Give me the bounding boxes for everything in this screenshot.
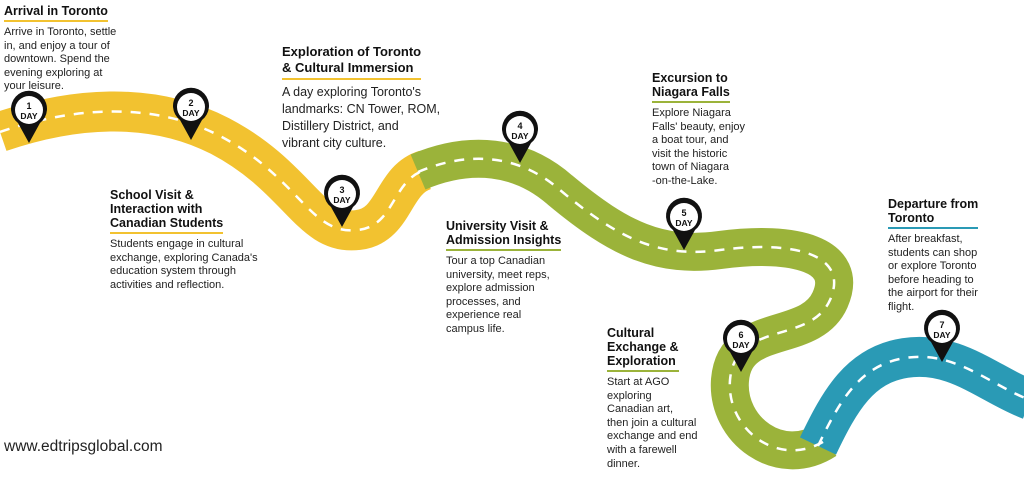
svg-text:DAY: DAY — [933, 330, 950, 340]
stop-day-1: Arrival in Toronto Arrive in Toronto, se… — [4, 2, 139, 94]
road-segment-blue — [799, 336, 1024, 455]
svg-text:DAY: DAY — [333, 195, 350, 205]
day-5-pin-icon: 5 DAY — [666, 197, 702, 250]
day-7-pin-icon: 7 DAY — [924, 309, 960, 362]
day-4-pin-icon: 4 DAY — [502, 110, 538, 163]
stop-day-2: School Visit & Interaction with Canadian… — [110, 188, 290, 292]
svg-text:4: 4 — [517, 121, 522, 131]
svg-text:3: 3 — [339, 185, 344, 195]
stop-description: A day exploring Toronto's landmarks: CN … — [282, 85, 441, 150]
day-1-pin-icon: 1 DAY — [11, 90, 47, 143]
day-6-pin-icon: 6 DAY — [723, 319, 759, 372]
stop-day-4: University Visit & Admission Insights To… — [446, 219, 576, 337]
stop-title: Exploration of Toronto & Cultural Immers… — [282, 44, 422, 80]
day-3-pin-icon: 3 DAY — [324, 174, 360, 227]
stop-description: Arrive in Toronto, settle in, and enjoy … — [4, 26, 117, 93]
stop-title: University Visit & Admission Insights — [446, 219, 562, 251]
svg-text:7: 7 — [939, 320, 944, 330]
stop-description: Explore Niagara Falls' beauty, enjoy a b… — [652, 107, 746, 187]
stop-description: After breakfast, students can shop or ex… — [888, 233, 978, 313]
stop-day-5: Excursion to Niagara Falls Explore Niaga… — [652, 71, 772, 189]
svg-text:DAY: DAY — [675, 218, 692, 228]
website-url[interactable]: www.edtrips​global.com — [4, 438, 163, 455]
stop-day-3: Exploration of Toronto & Cultural Immers… — [282, 44, 472, 152]
stop-description: Start at AGO exploring Canadian art, the… — [607, 376, 698, 470]
svg-text:DAY: DAY — [732, 340, 749, 350]
svg-text:6: 6 — [738, 330, 743, 340]
stop-title: Departure from Toronto — [888, 197, 979, 229]
svg-text:DAY: DAY — [182, 108, 199, 118]
stop-description: Students engage in cultural exchange, ex… — [110, 238, 258, 291]
svg-text:1: 1 — [26, 101, 31, 111]
svg-text:DAY: DAY — [511, 131, 528, 141]
stop-title: Arrival in Toronto — [4, 4, 108, 22]
svg-text:5: 5 — [681, 208, 686, 218]
svg-text:2: 2 — [188, 98, 193, 108]
svg-text:DAY: DAY — [20, 111, 37, 121]
stop-day-7: Departure from Toronto After breakfast, … — [888, 197, 1018, 315]
stop-description: Tour a top Canadian university, meet rep… — [446, 255, 550, 335]
stop-title: Cultural Exchange & Exploration — [607, 326, 679, 372]
stop-title: School Visit & Interaction with Canadian… — [110, 188, 224, 234]
stop-title: Excursion to Niagara Falls — [652, 71, 730, 103]
day-2-pin-icon: 2 DAY — [173, 87, 209, 140]
stop-day-6: Cultural Exchange & Exploration Start at… — [607, 326, 727, 471]
